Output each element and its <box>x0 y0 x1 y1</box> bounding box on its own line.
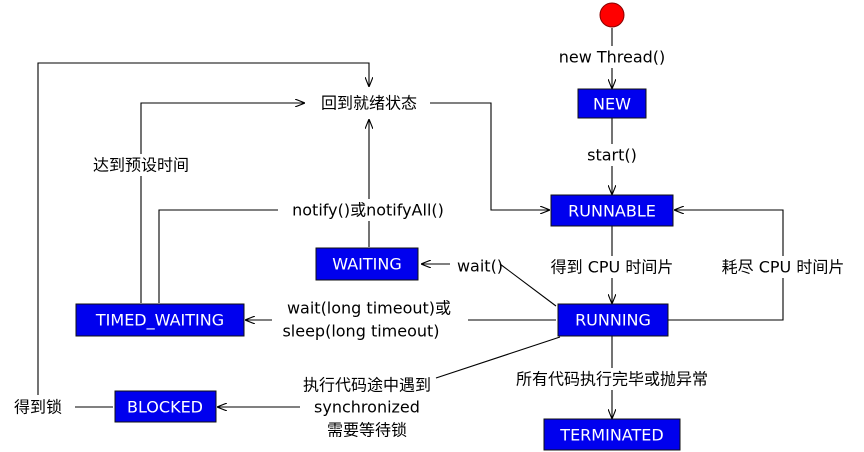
state-new-label: NEW <box>593 95 631 114</box>
mask-new-thread <box>548 46 676 68</box>
state-blocked: BLOCKED <box>114 390 217 423</box>
mask-cpu-exhausted <box>706 256 860 278</box>
mask-preset-time <box>80 154 202 176</box>
state-new: NEW <box>577 88 647 119</box>
state-running: RUNNING <box>557 303 669 337</box>
label-new-thread: new Thread() <box>559 48 666 67</box>
edge-got-lock-to-ready <box>37 62 369 395</box>
state-running-label: RUNNING <box>575 311 651 330</box>
label-reach-preset-time: 达到预设时间 <box>93 156 189 175</box>
label-cpu-slice-exhausted: 耗尽 CPU 时间片 <box>722 258 845 277</box>
mask-get-cpu <box>536 256 688 278</box>
state-waiting: WAITING <box>315 247 419 281</box>
mask-timed-wait <box>272 296 468 344</box>
label-notify: notify()或notifyAll() <box>292 201 444 220</box>
edge-ready-to-runnable <box>430 102 549 210</box>
label-sync-line1: 执行代码途中遇到 <box>303 376 431 395</box>
label-timed-wait-line1: wait(long timeout)或 <box>287 299 451 318</box>
state-waiting-label: WAITING <box>332 255 401 274</box>
label-got-lock: 得到锁 <box>14 398 62 417</box>
label-finished-or-exception: 所有代码执行完毕或抛异常 <box>516 370 708 389</box>
edge-timed-waiting-to-ready <box>140 103 304 303</box>
mask-notify <box>278 199 458 221</box>
label-back-to-ready: 回到就绪状态 <box>321 94 417 113</box>
state-timed-waiting-label: TIMED_WAITING <box>95 311 224 331</box>
label-timed-wait-line2: sleep(long timeout) <box>282 322 439 341</box>
edge-running-to-blocked <box>435 336 561 379</box>
mask-finished <box>496 368 728 390</box>
state-terminated-label: TERMINATED <box>559 426 663 445</box>
state-runnable-label: RUNNABLE <box>568 202 656 221</box>
label-wait: wait() <box>457 257 503 276</box>
label-sync-line2: synchronized <box>314 398 420 417</box>
edge-running-to-waiting <box>499 263 557 307</box>
label-get-cpu-slice: 得到 CPU 时间片 <box>551 258 674 277</box>
mask-start <box>580 144 644 166</box>
state-blocked-label: BLOCKED <box>127 398 203 417</box>
label-sync-line3: 需要等待锁 <box>327 421 407 440</box>
state-terminated: TERMINATED <box>543 418 681 451</box>
state-timed-waiting: TIMED_WAITING <box>75 303 245 337</box>
label-start: start() <box>587 146 637 165</box>
state-runnable: RUNNABLE <box>550 194 674 227</box>
start-node <box>599 2 625 28</box>
